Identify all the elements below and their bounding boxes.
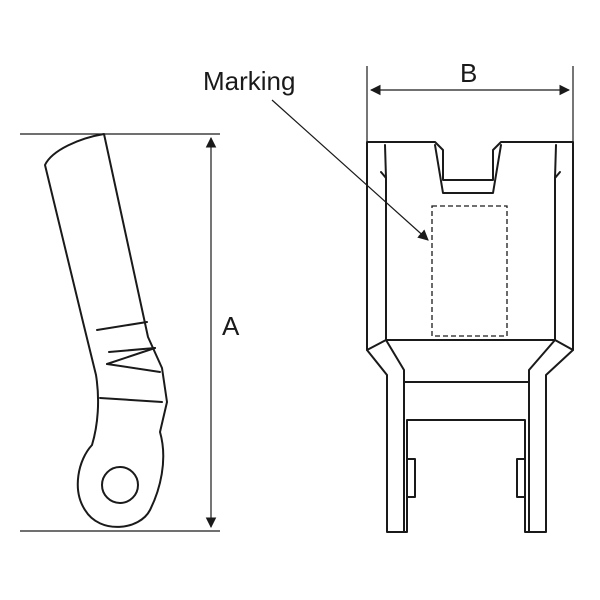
- dim-a-label: A: [222, 311, 240, 341]
- crimp-line-3: [106, 363, 161, 373]
- base-right-join: [554, 339, 574, 351]
- crimp-line-2: [108, 347, 156, 353]
- base-left-join: [366, 339, 387, 351]
- inner-channel: [380, 144, 387, 179]
- side-view: A: [20, 133, 240, 532]
- marking-label: Marking: [203, 66, 295, 96]
- body-base: [385, 339, 556, 383]
- inner-slot: [434, 144, 502, 194]
- marking-leader: [271, 99, 429, 241]
- terminal-side-outline: [44, 133, 168, 528]
- tab-right: [516, 458, 526, 498]
- dim-b-label: B: [460, 58, 477, 88]
- crimp-line-5: [99, 397, 163, 403]
- front-view: B: [366, 58, 574, 533]
- crimp-line-4: [106, 347, 156, 365]
- inner-channel-right: [554, 144, 561, 179]
- terminal-front-outline: [366, 141, 574, 533]
- marking-area: [431, 205, 508, 337]
- crimp-line-1: [96, 321, 148, 331]
- tab-left: [406, 458, 416, 498]
- eye-hole: [101, 466, 139, 504]
